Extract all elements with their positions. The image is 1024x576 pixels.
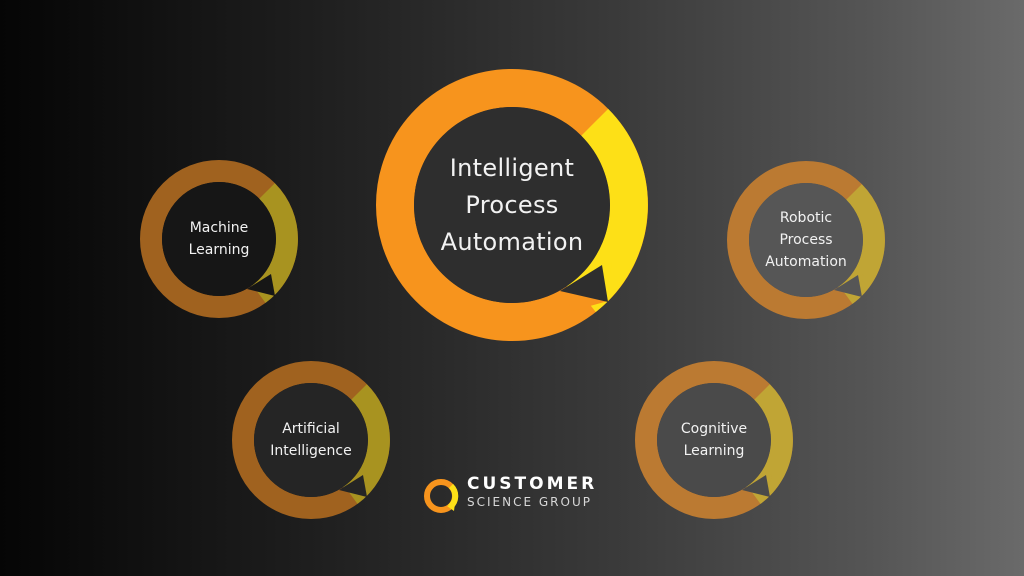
q-ring-icon	[635, 361, 793, 519]
satellite-ring-cognitive-learning: Cognitive Learning	[635, 361, 793, 519]
center-label: Intelligent Process Automation	[440, 153, 584, 256]
satellite-label: Artificial Intelligence	[270, 421, 352, 459]
q-ring-icon	[140, 160, 298, 318]
satellite-ring-artificial-intelligence: Artificial Intelligence	[232, 361, 390, 519]
satellite-label: Robotic Process Automation	[765, 210, 847, 270]
q-ring-icon	[376, 69, 648, 341]
q-ring-icon	[232, 361, 390, 519]
center-ring-intelligent-process-automation: Intelligent Process Automation	[376, 69, 648, 341]
satellite-label: Cognitive Learning	[680, 421, 748, 459]
logo-text-line1: CUSTOMER	[467, 474, 598, 494]
satellite-ring-machine-learning: Machine Learning	[140, 160, 298, 318]
logo-text-line2: SCIENCE GROUP	[467, 495, 592, 509]
q-ring-logo-icon	[424, 479, 459, 513]
q-ring-icon	[727, 161, 885, 319]
satellite-ring-robotic-process-automation: Robotic Process Automation	[727, 161, 885, 319]
satellite-label: Machine Learning	[188, 220, 250, 258]
